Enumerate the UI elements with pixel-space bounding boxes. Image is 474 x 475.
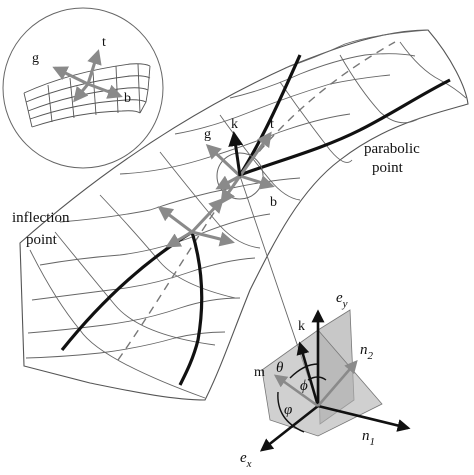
e-x-label: ex [240, 450, 252, 470]
inset-b-label: b [124, 91, 131, 106]
main-t-label: t [270, 117, 274, 132]
phi-label: ϕ [300, 378, 308, 394]
parabolic-curve-upper [238, 54, 302, 176]
inset-vectors [52, 49, 123, 103]
inset-magnifier: g t b [2, 7, 164, 169]
main-b-label: b [270, 195, 277, 210]
inset-b-arrow [87, 82, 123, 99]
parabolic-curve-lower [239, 78, 451, 177]
inflection-curve-right [178, 231, 204, 386]
main-k-arrow [228, 131, 244, 177]
m-vector [273, 374, 319, 408]
inset-neg-arrow [73, 83, 90, 103]
varphi-label: φ [284, 402, 292, 418]
surface-center-dashed-line [117, 41, 396, 361]
n1-label: n1 [362, 428, 375, 448]
inflection-label-line1: inflection [12, 210, 70, 226]
main-k-label: k [231, 117, 238, 132]
main-g-label: g [204, 127, 211, 142]
surface-outline [19, 29, 469, 401]
n1-axis [317, 404, 411, 432]
main-t-arrow [238, 131, 272, 177]
main-neg-t-arrow [220, 175, 242, 205]
parabolic-label-line2: point [372, 160, 404, 176]
varphi-arc [277, 391, 305, 433]
main-neg-g-arrow [215, 174, 241, 190]
inset-t-label: t [102, 35, 106, 50]
n2-vector [317, 360, 358, 407]
n2-label: n2 [360, 342, 374, 362]
inset-g-label: g [32, 51, 39, 66]
main-g-arrow [205, 143, 242, 178]
curved-surface [19, 29, 469, 401]
projection-plane-front [261, 329, 383, 437]
inflection-label-line2: point [26, 232, 58, 248]
inset-t-arrow [86, 49, 102, 85]
e-x-axis [259, 404, 319, 452]
theta-label: θ [276, 360, 284, 376]
inset-g-arrow [52, 66, 89, 86]
theta-arc [289, 363, 319, 379]
parabolic-label-line1: parabolic [364, 141, 420, 157]
e-y-label: ey [336, 290, 348, 310]
inflection-point-vectors [157, 197, 235, 248]
parabolic-point-frame: g k t b [204, 117, 277, 210]
main-b-arrow [239, 174, 275, 190]
m-label: m [254, 365, 265, 380]
k-vector [296, 341, 320, 407]
k-lower-label: k [298, 319, 305, 334]
local-coordinate-frame: k ey ex m θ ϕ φ n2 n1 [239, 175, 411, 470]
